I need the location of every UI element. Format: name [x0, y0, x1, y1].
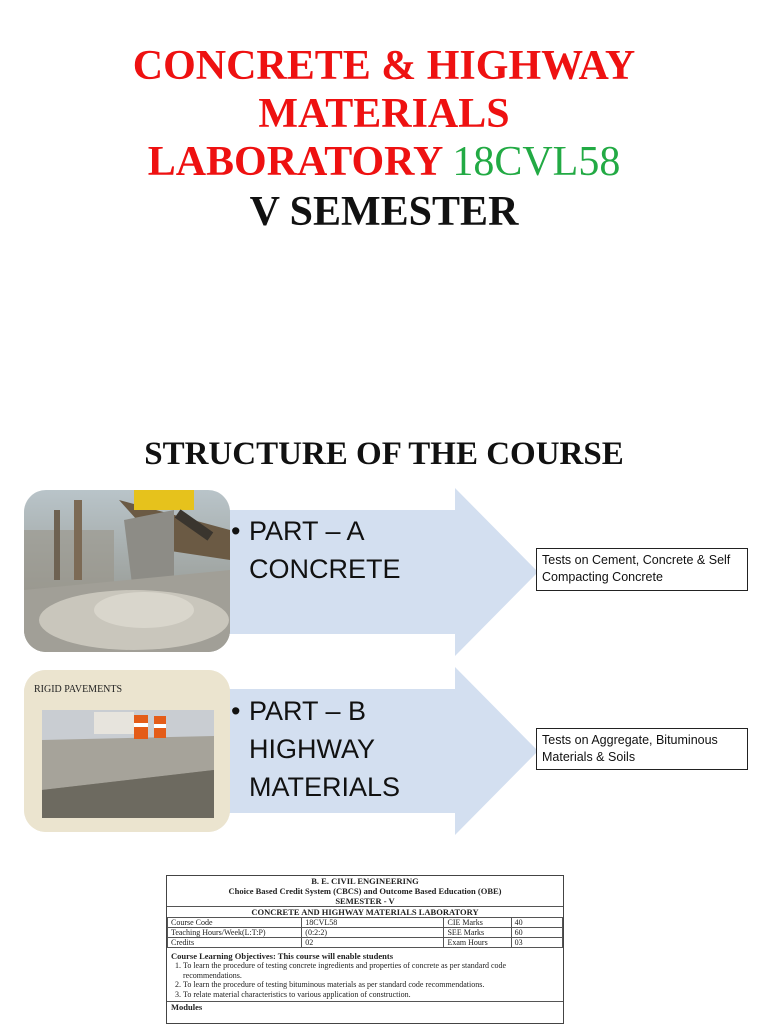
list-item: To relate material characteristics to va…	[183, 990, 559, 1000]
part-a-text: • PART – A CONCRETE	[231, 512, 401, 588]
syllabus-header-3: SEMESTER - V	[335, 896, 395, 906]
title-block: CONCRETE & HIGHWAY MATERIALS LABORATORY …	[0, 42, 768, 236]
table-row: Teaching Hours/Week(L:T:P) (0:2:2) SEE M…	[167, 927, 563, 938]
bullet-glyph: •	[231, 516, 241, 546]
table-cell: Teaching Hours/Week(L:T:P)	[167, 927, 303, 938]
part-b-subtitle-2: MATERIALS	[249, 772, 401, 802]
objectives-title: Course Learning Objectives: This course …	[171, 951, 394, 961]
syllabus-header-2: Choice Based Credit System (CBCS) and Ou…	[228, 886, 502, 896]
title-line-2: MATERIALS	[258, 91, 510, 137]
table-cell: CIE Marks	[443, 917, 512, 928]
table-cell: 03	[510, 937, 563, 948]
syllabus-header-1: B. E. CIVIL ENGINEERING	[311, 876, 419, 886]
table-cell: 18CVL58	[301, 917, 445, 928]
title-line-3: LABORATORY 18CVL58	[0, 138, 768, 186]
table-cell: 40	[510, 917, 563, 928]
modules-label: Modules	[167, 1001, 563, 1012]
part-a-callout: Tests on Cement, Concrete & Self Compact…	[536, 548, 748, 591]
table-cell: Course Code	[167, 917, 303, 928]
objectives-list: To learn the procedure of testing concre…	[171, 961, 559, 999]
syllabus-table: B. E. CIVIL ENGINEERING Choice Based Cre…	[166, 875, 564, 1024]
table-cell: SEE Marks	[443, 927, 512, 938]
table-cell: Credits	[167, 937, 303, 948]
part-a-title: PART – A	[249, 516, 365, 546]
table-row: Credits 02 Exam Hours 03	[167, 937, 563, 948]
title-laboratory: LABORATORY	[147, 139, 442, 185]
table-cell: 02	[301, 937, 445, 948]
part-b-callout: Tests on Aggregate, Bituminous Materials…	[536, 728, 748, 770]
syllabus-info-table: Course Code 18CVL58 CIE Marks 40 Teachin…	[167, 917, 563, 948]
table-row: Course Code 18CVL58 CIE Marks 40	[167, 917, 563, 928]
part-a-arrow	[170, 488, 538, 656]
course-code: 18CVL58	[452, 139, 621, 185]
bullet-glyph: •	[231, 696, 241, 726]
part-b-arrow	[170, 667, 538, 835]
syllabus-header-4: CONCRETE AND HIGHWAY MATERIALS LABORATOR…	[167, 906, 563, 917]
title-line-1: CONCRETE & HIGHWAY	[132, 43, 636, 89]
structure-heading: STRUCTURE OF THE COURSE	[144, 436, 624, 472]
part-a-subtitle: CONCRETE	[249, 554, 401, 584]
course-objectives: Course Learning Objectives: This course …	[167, 948, 563, 999]
table-cell: (0:2:2)	[301, 927, 445, 938]
part-b-title: PART – B	[249, 696, 367, 726]
photo-caption: RIGID PAVEMENTS	[34, 684, 123, 695]
table-cell: Exam Hours	[443, 937, 512, 948]
part-b-text: • PART – B HIGHWAY MATERIALS	[231, 692, 401, 806]
list-item: To learn the procedure of testing bitumi…	[183, 980, 559, 990]
list-item: To learn the procedure of testing concre…	[183, 961, 559, 980]
part-b-subtitle-1: HIGHWAY	[249, 734, 375, 764]
semester-label: V SEMESTER	[249, 189, 519, 235]
rigid-pavement-photo: RIGID PAVEMENTS	[24, 670, 230, 832]
table-cell: 60	[510, 927, 563, 938]
concrete-photo	[24, 490, 230, 652]
